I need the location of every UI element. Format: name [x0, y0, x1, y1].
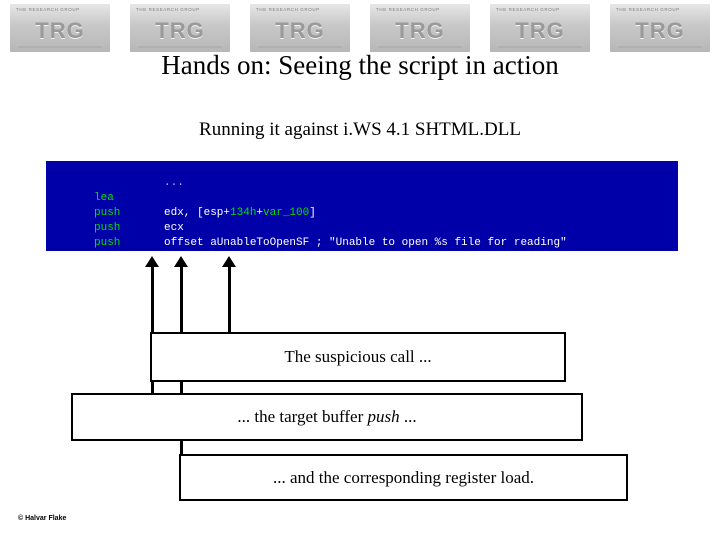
logo-cell: THE RESEARCH GROUP TRG	[240, 0, 360, 56]
code-operands: ecx	[164, 222, 184, 234]
logo-word: TRG	[155, 18, 205, 43]
logo-tagline: THE RESEARCH GROUP	[256, 7, 320, 12]
disassembly-block: ... lea edx, [esp+134h+var_100] push ecx…	[46, 161, 678, 251]
callout-register-load: ... and the corresponding register load.	[179, 454, 628, 501]
arrow-head-suspicious-call	[222, 256, 236, 267]
logo-tagline: THE RESEARCH GROUP	[496, 7, 560, 12]
code-line: push ecx	[46, 191, 678, 234]
code-operands: offset aUnableToOpenSF ; "Unable to open…	[164, 237, 567, 249]
code-line-header: ...	[46, 161, 678, 189]
logo-cell: THE RESEARCH GROUP TRG	[0, 0, 120, 56]
logo-rule	[498, 46, 582, 48]
logo-tagline: THE RESEARCH GROUP	[376, 7, 440, 12]
callout-suspicious-call: The suspicious call ...	[150, 332, 566, 382]
logo-trg: THE RESEARCH GROUP TRG	[130, 4, 230, 52]
logo-rule	[258, 46, 342, 48]
callout-target-buffer-push: ... the target buffer push ...	[71, 393, 583, 441]
callout-text: The suspicious call ...	[284, 347, 432, 366]
code-mnemonic: push	[94, 237, 121, 249]
logo-tagline: THE RESEARCH GROUP	[616, 7, 680, 12]
logo-rule	[378, 46, 462, 48]
callout-text: ... the target buffer push ...	[237, 407, 417, 426]
page-subtitle: Running it against i.WS 4.1 SHTML.DLL	[199, 119, 521, 140]
logo-rule	[618, 46, 702, 48]
arrow-head-target-buffer	[145, 256, 159, 267]
arrow-shaft-suspicious-call	[228, 267, 231, 335]
arrow-shaft-target-buffer	[151, 267, 154, 395]
logo-cell: THE RESEARCH GROUP TRG	[120, 0, 240, 56]
callout-text: ... and the corresponding register load.	[272, 467, 535, 487]
page-title: Hands on: Seeing the script in action	[161, 50, 559, 80]
code-header-text: ...	[164, 177, 184, 189]
logo-cell: THE RESEARCH GROUP TRG	[600, 0, 720, 56]
copyright-footer: © Halvar Flake	[18, 515, 67, 522]
code-line: call ds:__imp_sprintf	[46, 236, 678, 251]
logo-trg: THE RESEARCH GROUP TRG	[250, 4, 350, 52]
logo-word: TRG	[515, 18, 565, 43]
logo-word: TRG	[395, 18, 445, 43]
logo-tagline: THE RESEARCH GROUP	[16, 7, 80, 12]
code-mnemonic: push	[94, 207, 121, 219]
code-operands: edx, [esp+134h+var_100]	[164, 207, 316, 219]
logo-rule	[18, 46, 102, 48]
logo-trg: THE RESEARCH GROUP TRG	[10, 4, 110, 52]
arrow-head-register-load	[174, 256, 188, 267]
code-mnemonic: push	[94, 222, 121, 234]
code-line: push edx	[46, 221, 678, 249]
logo-tagline: THE RESEARCH GROUP	[136, 7, 200, 12]
logo-cell: THE RESEARCH GROUP TRG	[480, 0, 600, 56]
logo-rule	[138, 46, 222, 48]
logo-word: TRG	[35, 18, 85, 43]
logo-word: TRG	[635, 18, 685, 43]
code-mnemonic: lea	[94, 192, 114, 204]
logo-trg: THE RESEARCH GROUP TRG	[610, 4, 710, 52]
code-line: push offset aUnableToOpenSF ; "Unable to…	[46, 206, 678, 249]
logo-trg: THE RESEARCH GROUP TRG	[370, 4, 470, 52]
logo-trg: THE RESEARCH GROUP TRG	[490, 4, 590, 52]
code-line: lea edx, [esp+134h+var_100]	[46, 176, 678, 219]
logo-cell: THE RESEARCH GROUP TRG	[360, 0, 480, 56]
logo-band: THE RESEARCH GROUP TRG THE RESEARCH GROU…	[0, 0, 720, 56]
logo-word: TRG	[275, 18, 325, 43]
